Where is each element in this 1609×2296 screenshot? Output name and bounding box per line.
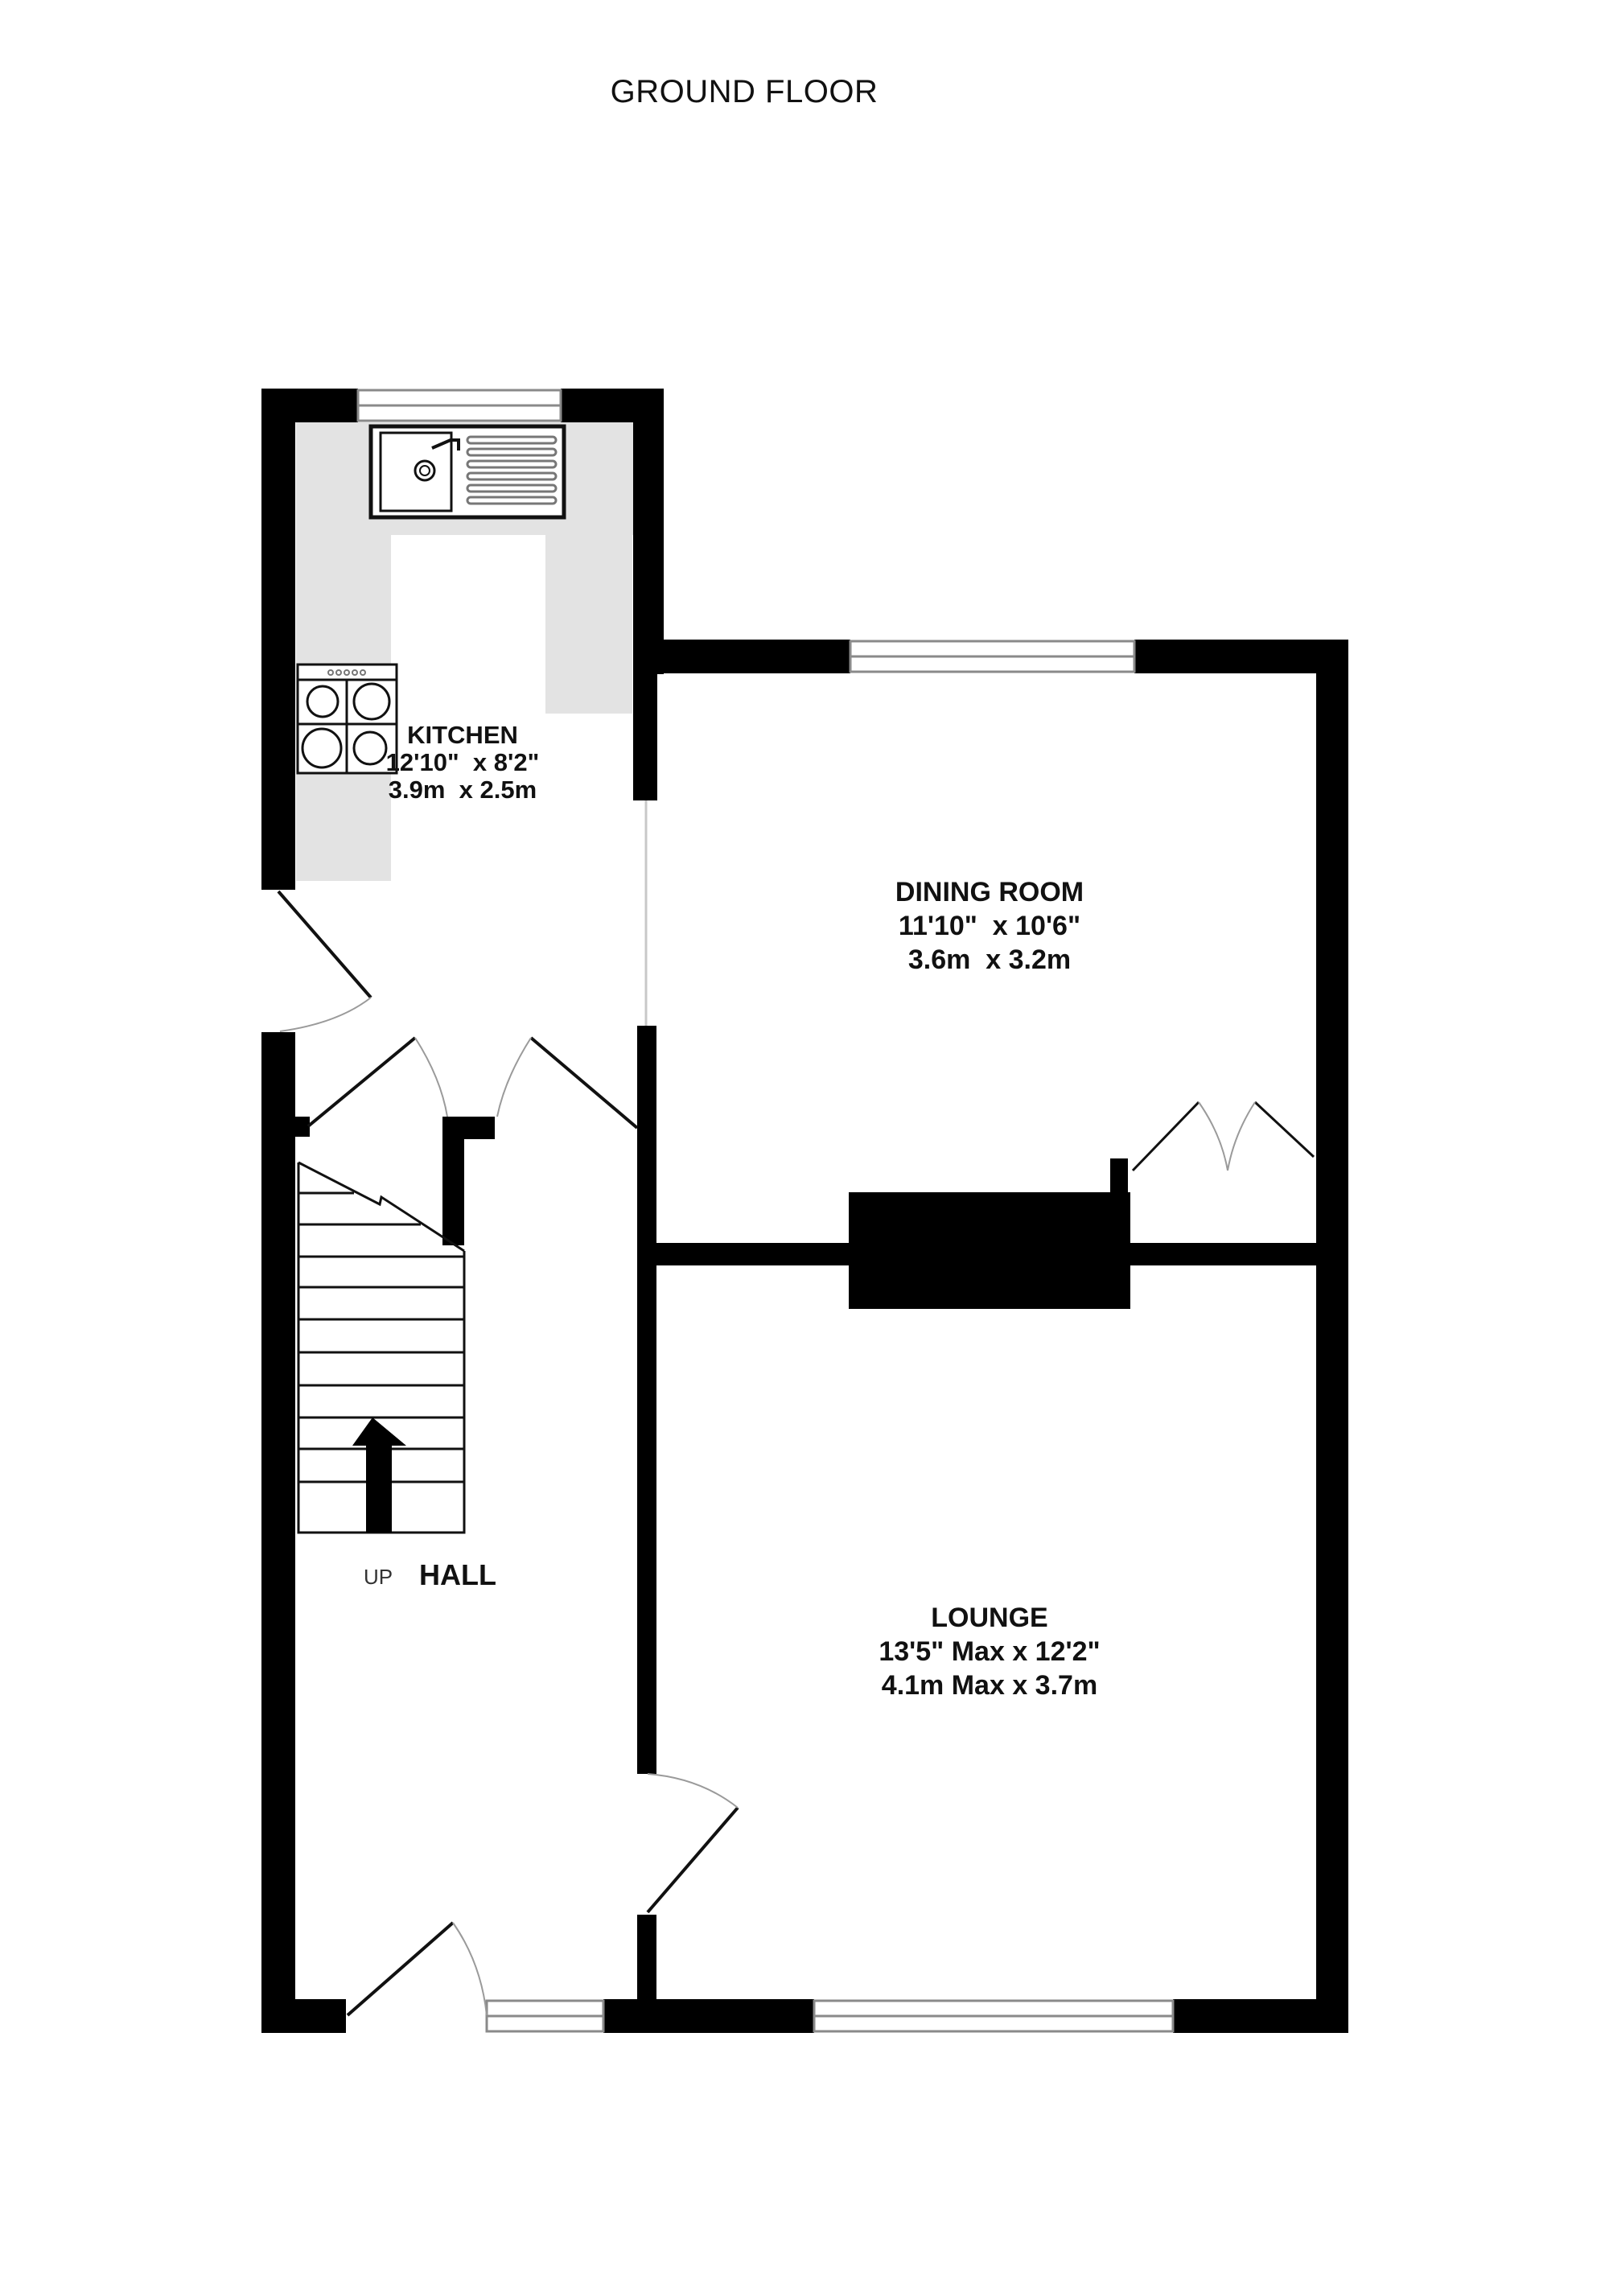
lounge-name: LOUNGE <box>931 1603 1048 1633</box>
kitchen-name: KITCHEN <box>407 721 518 749</box>
door-hall-kitchen <box>496 1036 639 1129</box>
room-label-lounge: LOUNGE 13'5" Max x 12'2" 4.1m Max x 3.7m <box>829 1601 1150 1702</box>
chimney-breast <box>849 1158 1130 1309</box>
kitchen-imperial-dimensions: 12'10" x 8'2" <box>385 748 540 776</box>
lounge-metric-dimensions: 4.1m Max x 3.7m <box>881 1670 1098 1701</box>
dining-room-name: DINING ROOM <box>895 877 1084 907</box>
door-kitchen-external <box>277 890 372 1032</box>
lounge-imperial-dimensions: 13'5" Max x 12'2" <box>879 1636 1101 1667</box>
dining-room-imperial-dimensions: 11'10" x 10'6" <box>898 911 1081 941</box>
floor-title: GROUND FLOOR <box>610 74 879 109</box>
room-label-hall: HALL <box>419 1558 496 1591</box>
walls <box>261 389 1348 2033</box>
door-hall-lounge <box>646 1773 739 1914</box>
door-hall-stairs <box>307 1036 448 1128</box>
window-hall <box>485 1999 605 2033</box>
dining-room-metric-dimensions: 3.6m x 3.2m <box>907 944 1072 975</box>
sink-icon <box>368 424 566 520</box>
room-label-kitchen: KITCHEN 12'10" x 8'2" 3.9m x 2.5m <box>346 722 579 804</box>
window-lounge <box>813 1999 1175 2033</box>
room-label-dining-room: DINING ROOM 11'10" x 10'6" 3.6m x 3.2m <box>845 875 1134 977</box>
window-kitchen <box>356 389 562 422</box>
window-dining <box>849 640 1136 673</box>
kitchen-metric-dimensions: 3.9m x 2.5m <box>388 776 537 804</box>
door-dining-cupboard <box>1131 1101 1315 1172</box>
stairs-up-arrow-icon <box>352 1418 406 1533</box>
hob-icon <box>296 663 398 775</box>
door-front-entrance <box>346 1921 488 2017</box>
stairs-up-label: UP <box>364 1565 393 1589</box>
